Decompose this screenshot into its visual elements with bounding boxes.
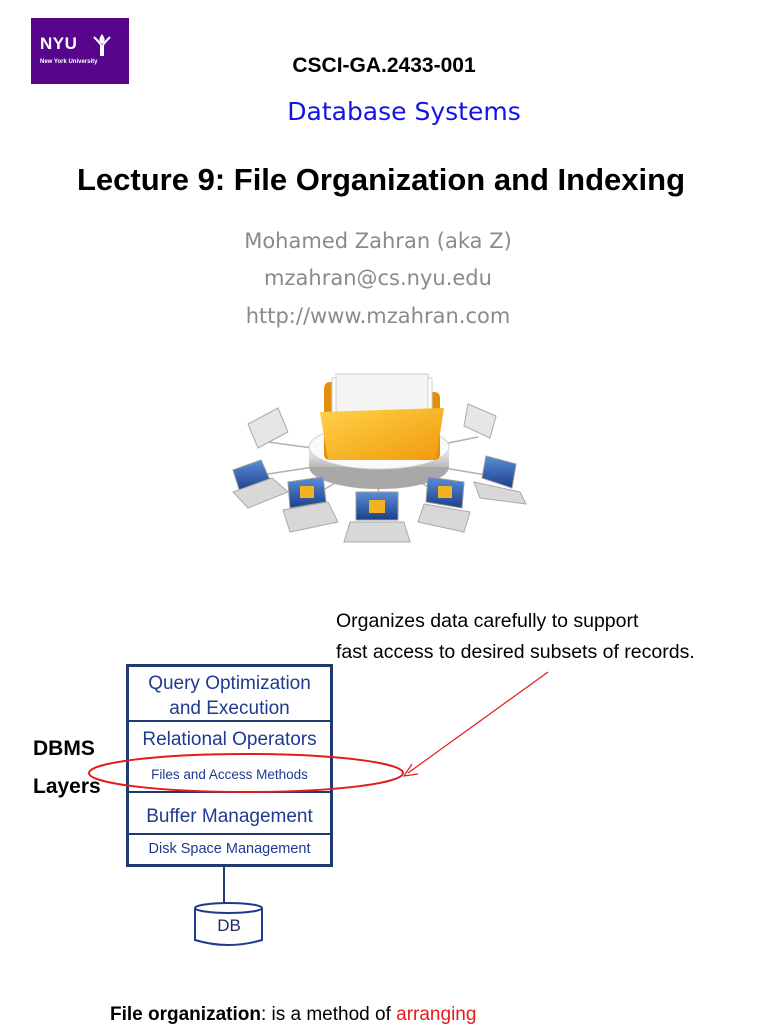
course-name: Database Systems xyxy=(287,97,521,126)
file-organization-definition: File organization: is a method of arrang… xyxy=(110,1004,476,1024)
database-cylinder-icon xyxy=(194,902,263,946)
definition-text: : is a method of xyxy=(260,1004,397,1024)
callout-arrow xyxy=(407,671,549,774)
laptop-icon xyxy=(232,403,527,543)
layer-buffer-management: Buffer Management xyxy=(129,793,330,835)
callout-line-1: Organizes data carefully to support xyxy=(336,610,639,632)
dbms-layers-label: DBMS Layers xyxy=(33,730,101,806)
dbms-label-line-2: Layers xyxy=(33,775,101,798)
folder-network-icon xyxy=(232,373,527,543)
layer-relational-operators: Relational Operators xyxy=(129,722,330,758)
nyu-logo: NYU New York University xyxy=(31,18,129,84)
dbms-layer-stack: Query Optimization and Execution Relatio… xyxy=(126,664,333,867)
logo-subtext: New York University xyxy=(40,59,98,65)
arrow-head xyxy=(402,763,419,777)
layer-label-line-1: Query Optimization xyxy=(148,673,311,694)
callout-line-2: fast access to desired subsets of record… xyxy=(336,641,695,663)
course-code: CSCI-GA.2433-001 xyxy=(292,54,476,77)
author-name: Mohamed Zahran (aka Z) xyxy=(244,229,512,253)
dbms-label-line-1: DBMS xyxy=(33,737,95,760)
highlight-ellipse xyxy=(88,753,404,793)
db-label: DB xyxy=(217,916,241,935)
torch-icon xyxy=(93,34,111,56)
author-email[interactable]: mzahran@cs.nyu.edu xyxy=(264,266,492,290)
logo-text: NYU xyxy=(40,34,78,53)
layer-disk-space-management: Disk Space Management xyxy=(129,835,330,864)
highlight-word: arranging xyxy=(396,1004,477,1024)
layer-query-optimization: Query Optimization and Execution xyxy=(129,669,330,722)
author-website[interactable]: http://www.mzahran.com xyxy=(245,304,511,328)
layer-label: Buffer Management xyxy=(146,806,313,827)
layer-label-line-2: and Execution xyxy=(169,698,290,719)
layer-label: Files and Access Methods xyxy=(151,767,308,782)
bold-term: File organization xyxy=(110,1004,261,1024)
layer-label: Relational Operators xyxy=(142,729,317,750)
layer-label: Disk Space Management xyxy=(148,841,311,857)
lecture-title: Lecture 9: File Organization and Indexin… xyxy=(76,162,686,197)
